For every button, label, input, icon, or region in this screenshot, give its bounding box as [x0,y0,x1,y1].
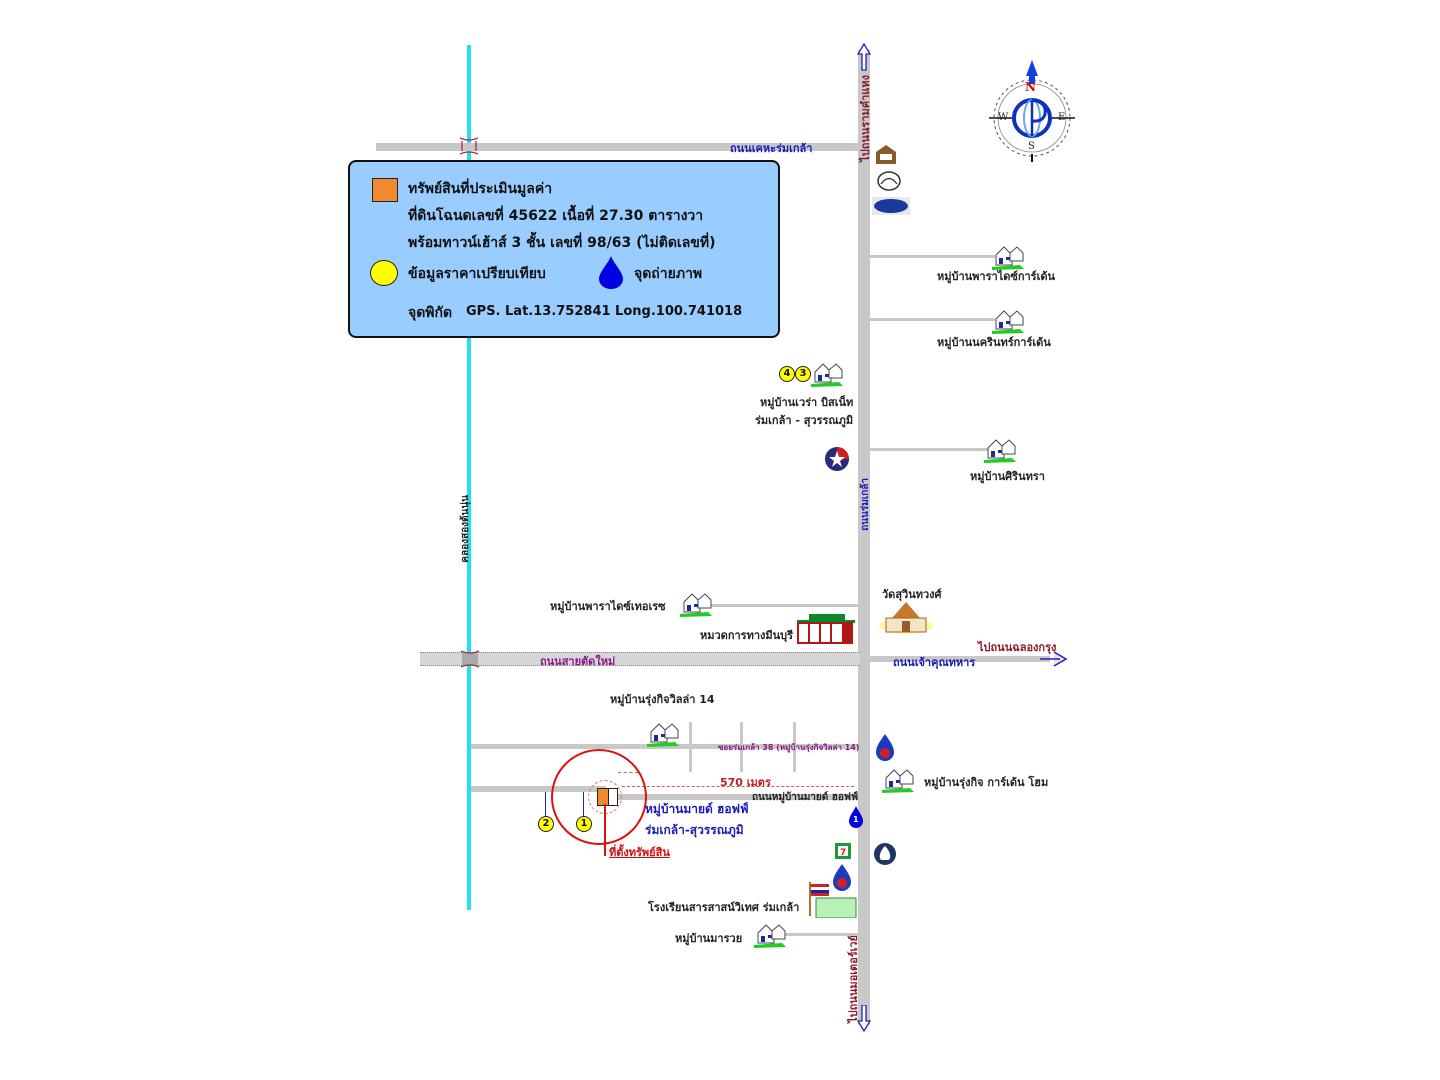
comparable-marker-2[interactable]: 2 [538,816,554,832]
east-road-label: ถนนเจ้าคุณทหาร [893,656,976,669]
legend-gps-prefix: จุดพิกัด [408,305,453,321]
comparable-pin-1 [583,792,584,816]
middle-road-label: ถนนสายตัดใหม่ [540,655,616,668]
legend-subject-label: ทรัพย์สินที่ประเมินมูลค่า [408,181,553,197]
branch-paradise-terrace [710,604,858,607]
label-paradise-garden: หมู่บ้านพาราไดซ์การ์เด้น [937,270,1056,283]
north-arrow-icon [856,42,872,71]
school-icon [809,882,857,918]
legend-building-line: พร้อมทาวน์เฮ้าส์ 3 ชั้น เลขที่ 98/63 (ไม… [408,235,716,251]
village-icon [984,439,1016,463]
label-highway-office: หมวดการทางมีนบุรี [700,629,794,642]
label-marui: หมู่บ้านมารวย [675,932,743,945]
bridge-icon [459,137,479,155]
label-subject-location: ที่ตั้งทรัพย์สิน [609,846,670,859]
label-rungkit-villa: หมู่บ้านรุ่งกิจวิลล่า 14 [610,693,715,706]
east-road [870,656,1050,662]
compass-e: E [1058,112,1066,123]
label-mind-hof-line1: หมู่บ้านมายด์ ฮอฟฟ์ [645,802,749,816]
svg-text:7: 7 [840,848,846,858]
ptt-gas-station-icon [833,864,851,891]
soi-38-road [471,744,860,749]
branch-paradise-garden [870,255,995,258]
legend-comparable-label: ข้อมูลราคาเปรียบเทียบ [408,266,546,282]
east-arrow-icon [1040,651,1068,667]
ptt-gas-station-icon [876,734,894,761]
legend-photo-label: จุดถ่ายภาพ [634,266,703,282]
subject-house-box [608,788,618,806]
temple-icon [879,602,933,634]
label-nakarin-garden: หมู่บ้านนครินทร์การ์เด้น [937,336,1051,349]
subject-road-label: ถนนหมู่บ้านมายด์ ฮอฟฟ์ [752,792,859,803]
east-direction-label: ไปถนนฉลองกรุง [978,641,1057,654]
village-icon [680,593,712,617]
photo-point-marker[interactable] [847,805,865,829]
soi-branch [740,722,743,772]
label-mind-hof-line2: ร่มเกล้า-สุวรรณภูมิ [645,823,744,837]
photo-point-number: 1 [853,815,859,824]
distance-label: 570 เมตร [720,776,771,789]
bank-logo-icon [874,843,896,865]
subject-property-swatch [372,178,398,202]
building-logo-icon [876,145,896,164]
village-icon [992,310,1024,334]
top-road-label: ถนนเคหะร่มเกล้า [730,142,813,155]
compass-s: S [1028,141,1035,152]
compass-rose-icon [989,60,1075,162]
village-icon [992,246,1024,270]
village-icon [882,769,914,793]
canal-line [467,45,471,910]
soi-38-label: ซอยร่มเกล้า 38 (หมู่บ้านรุ่งกิจวิลล่า 14… [718,743,860,752]
comparable-pin-2 [545,792,546,816]
compass-n: N [1025,80,1036,94]
label-wat: วัดสุวินทวงศ์ [882,588,942,601]
comparable-marker-1[interactable]: 1 [576,816,592,832]
label-sirintra: หมู่บ้านศิรินทรา [970,470,1045,483]
compass-w: W [998,112,1009,123]
seven-eleven-icon: 7 [835,843,851,859]
branch-sirintra [870,448,988,451]
middle-road [420,652,860,666]
label-school: โรงเรียนสารสาสน์วิเทศ ร่มเกล้า [648,901,800,914]
canal-label: คลองสองต้นนุ่น [460,495,471,563]
label-vera-line2: ร่มเกล้า - สุวรรณภูมิ [755,414,854,427]
ford-logo-icon [872,197,910,215]
highway-office-icon [797,614,855,644]
label-paradise-terrace: หมู่บ้านพาราไดซ์เทอเรซ [550,600,666,613]
label-rungkit-garden: หมู่บ้านรุ่งกิจ การ์เด้น โฮม [924,776,1049,789]
caltex-star-icon [825,447,849,471]
comparable-marker-3[interactable]: 3 [795,366,811,382]
branch-nakarin-garden [870,318,995,321]
south-arrow-icon [856,1005,872,1033]
main-road-south-label: ไปถนนมอเตอร์เวย์ [847,935,860,1023]
label-vera-line1: หมู่บ้านเวร่า บิสเน็ท [760,396,854,409]
village-icon [647,723,679,747]
comparable-swatch [370,260,398,286]
branch-marui [782,933,858,936]
subject-area-circle [551,749,647,845]
village-icon [754,924,786,948]
subject-road [471,786,606,792]
main-road [858,50,870,1025]
top-road [376,143,860,151]
legend-deed-line: ที่ดินโฉนดเลขที่ 45622 เนื้อที่ 27.30 ตา… [408,208,704,224]
soi-branch [793,722,796,772]
legend-box: ทรัพย์สินที่ประเมินมูลค่า ที่ดินโฉนดเลขท… [348,160,780,338]
soi-branch [689,722,692,772]
subject-road [618,794,860,800]
comparable-marker-4[interactable]: 4 [779,366,795,382]
subject-pointer-line [604,804,606,856]
distance-line [622,786,854,787]
village-icon [811,363,843,387]
main-road-label: ถนนร่มเกล้า [860,478,871,531]
bridge-icon [460,650,480,668]
photo-point-icon [599,256,623,289]
legend-gps-text: GPS. Lat.13.752841 Long.100.741018 [466,304,743,319]
mazda-logo-icon [877,171,901,191]
